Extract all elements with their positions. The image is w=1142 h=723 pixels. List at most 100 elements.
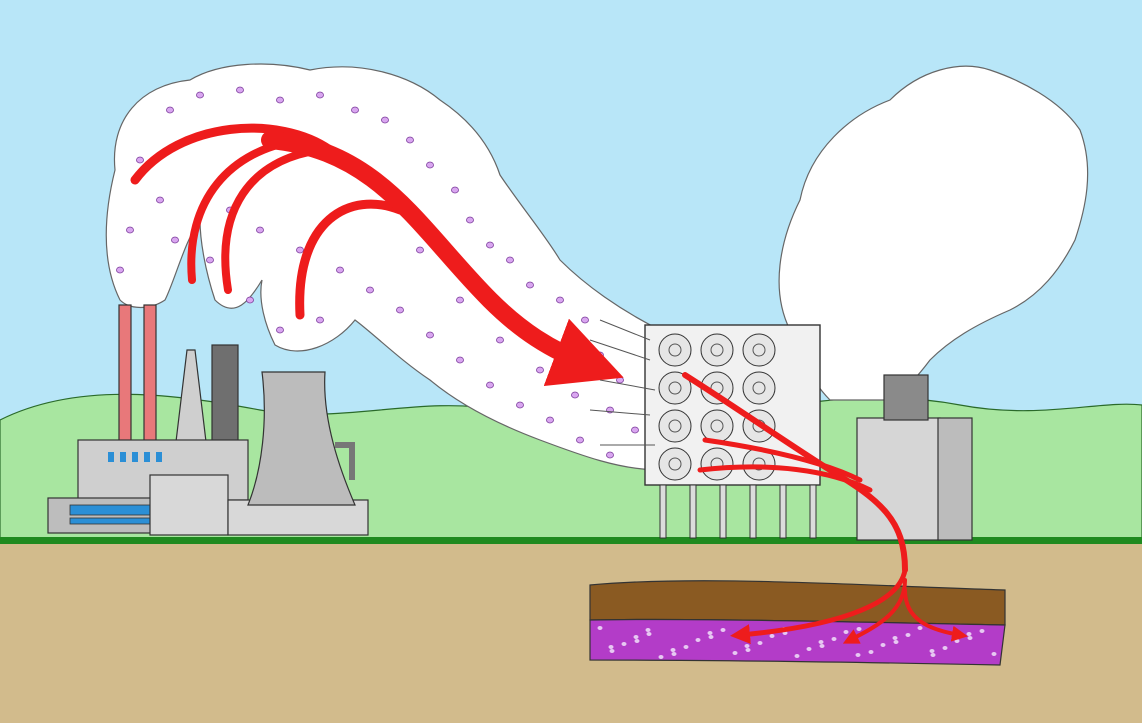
co2-particle [606,451,614,459]
support-leg [779,484,787,539]
stored-co2-dot [634,639,640,643]
stored-co2-dot [794,654,800,658]
stored-co2-dot [818,640,824,644]
fan-icon [658,447,692,481]
co2-particle [366,286,374,294]
co2-particle [136,156,144,164]
stored-co2-dot [621,642,627,646]
co2-particle [616,376,624,384]
stored-co2-dot [893,640,899,644]
co2-particle [166,106,174,114]
co2-particle [516,401,524,409]
co2-particle [536,366,544,374]
processing-building-vent [883,374,929,421]
co2-particle [126,226,134,234]
fan-hub [752,343,766,357]
stored-co2-dot [708,635,714,639]
stored-co2-dot [757,641,763,645]
co2-particle [526,281,534,289]
support-leg [719,484,727,539]
chimney-left [118,304,132,446]
stored-co2-particles [597,626,997,659]
stored-co2-dot [819,644,825,648]
grass-line [0,537,1142,544]
co2-particle [581,316,589,324]
co2-particle [381,116,389,124]
stored-co2-dot [831,637,837,641]
stored-co2-dot [745,648,751,652]
co2-particle [351,106,359,114]
co2-particle [486,241,494,249]
processing-building-side [937,417,973,541]
stored-co2-dot [806,647,812,651]
fan-hub [710,343,724,357]
co2-particle [456,296,464,304]
processing-building [856,417,941,541]
stored-co2-dot [670,648,676,652]
co2-particle [556,296,564,304]
fan-icon [658,371,692,405]
stored-co2-dot [856,627,862,631]
fan-hub [668,381,682,395]
power-plant [47,439,369,536]
stored-co2-dot [892,636,898,640]
stored-co2-dot [695,638,701,642]
fan-hub [668,457,682,471]
stored-co2-dot [646,632,652,636]
co2-flow-arrows [130,123,624,387]
stored-co2-dot [868,650,874,654]
co2-particle [546,416,554,424]
co2-particle [316,91,324,99]
co2-particle [506,256,514,264]
stored-co2-dot [658,655,664,659]
co2-particle [571,391,579,399]
fan-icon [658,333,692,367]
support-leg [809,484,817,539]
fan-hub [668,419,682,433]
fan-icon [742,333,776,367]
co2-particle [456,356,464,364]
stored-co2-dot [917,626,923,630]
stored-co2-dot [967,636,973,640]
stored-co2-dot [966,632,972,636]
cooling-tower [247,371,356,506]
stored-co2-dot [608,645,614,649]
air-intake-streaks [589,319,656,446]
co2-particle [596,351,604,359]
fan-hub [668,343,682,357]
support-leg [659,484,667,539]
support-leg [749,484,757,539]
support-leg [689,484,697,539]
co2-particle [426,161,434,169]
co2-particle [406,136,414,144]
dark-stack [211,344,239,446]
co2-particle [396,306,404,314]
fan-icon [658,409,692,443]
co2-particle [451,186,459,194]
stored-co2-dot [671,652,677,656]
co2-particle [336,266,344,274]
co2-particle [116,266,124,274]
stored-co2-dot [769,634,775,638]
stored-co2-dot [905,633,911,637]
co2-particle [276,96,284,104]
co2-particle [236,86,244,94]
stored-co2-dot [880,643,886,647]
fan-icon [742,371,776,405]
stored-co2-dot [707,631,713,635]
fan-hub [752,457,766,471]
fan-icon [700,333,734,367]
captured-co2-flow [682,372,968,645]
co2-particle [246,296,254,304]
stored-co2-dot [633,635,639,639]
stored-co2-dot [855,653,861,657]
co2-particle [496,336,504,344]
stored-co2-dot [645,628,651,632]
co2-particle [196,91,204,99]
stored-co2-dot [744,644,750,648]
co2-particle [171,236,179,244]
fan-icon [700,447,734,481]
co2-particle [416,246,424,254]
soil-layer [589,580,1006,626]
stored-co2-dot [843,630,849,634]
